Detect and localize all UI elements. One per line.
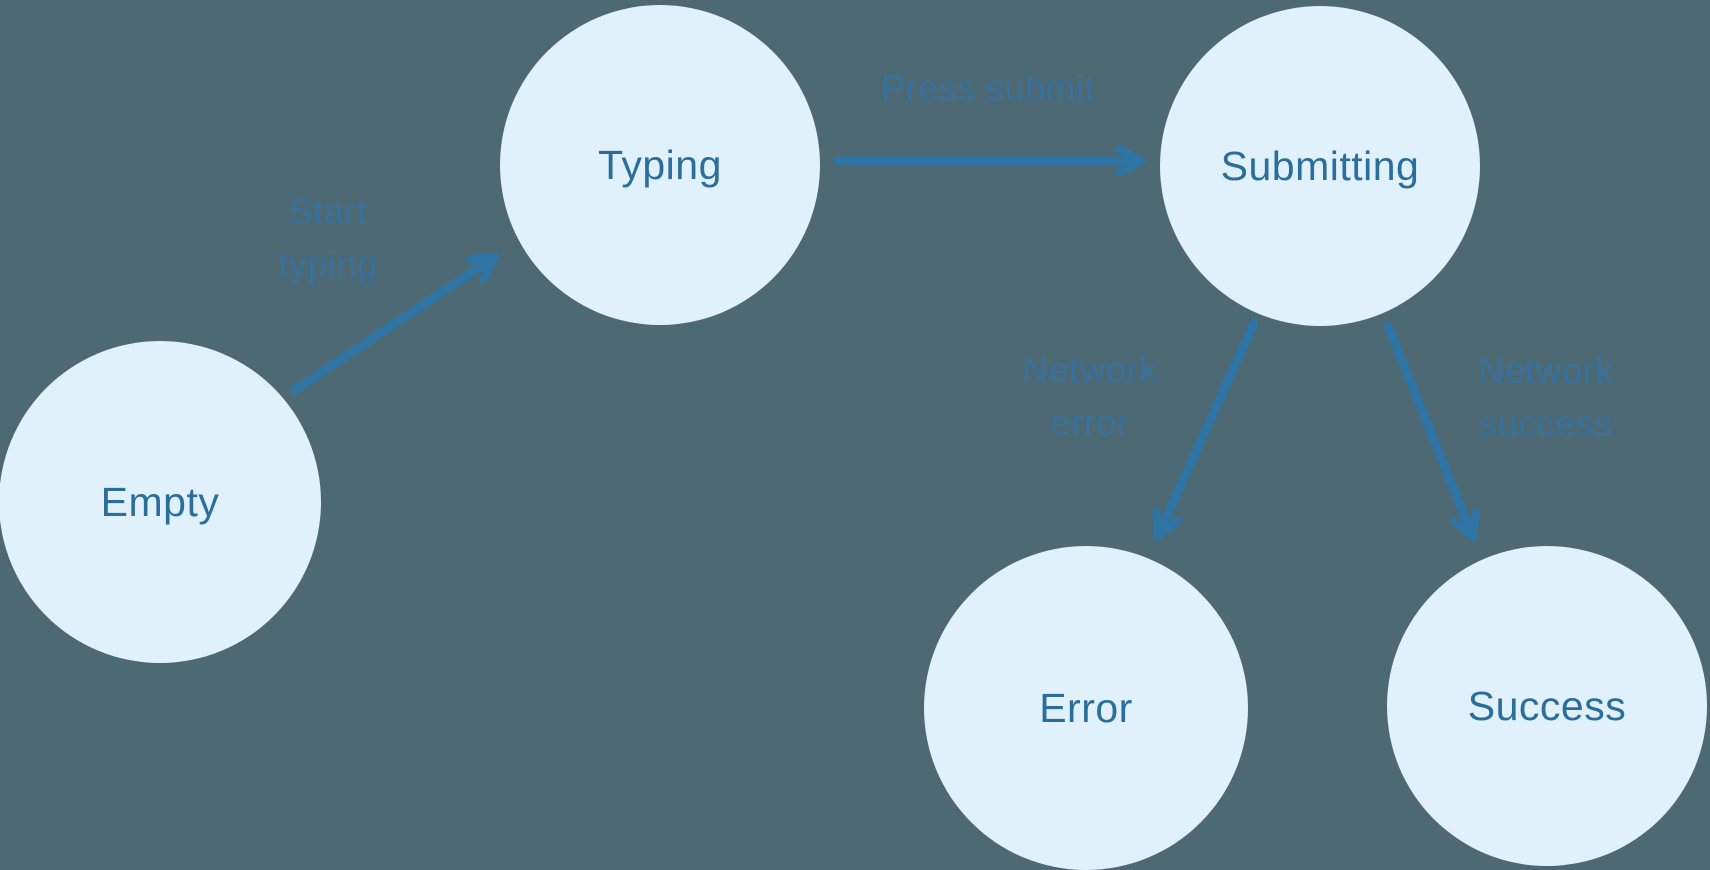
state-label-success: Success: [1467, 682, 1627, 729]
edge-label-line: Network: [1022, 349, 1158, 390]
state-node-submitting: Submitting: [1160, 6, 1480, 326]
state-label-submitting: Submitting: [1220, 142, 1420, 189]
state-label-empty: Empty: [100, 478, 220, 525]
edge-empty-to-typing-arrow: [290, 252, 500, 395]
edge-submitting-to-error-arrow: [1158, 318, 1259, 541]
state-node-error: Error: [924, 546, 1248, 870]
edge-label-line: Start: [288, 191, 368, 232]
edge-label-start-typing: Start typing: [278, 185, 377, 291]
edge-label-line: Press submit: [880, 67, 1096, 109]
edge-submitting-to-success-arrow: [1383, 321, 1473, 542]
state-label-error: Error: [1039, 684, 1133, 731]
state-node-empty: Empty: [0, 341, 321, 663]
state-node-success: Success: [1387, 546, 1707, 866]
edge-label-network-error: Network error: [1022, 343, 1158, 449]
state-label-typing: Typing: [598, 141, 722, 188]
edge-label-line: typing: [278, 244, 378, 285]
state-node-typing: Typing: [500, 5, 820, 325]
edge-label-line: Network: [1478, 350, 1614, 391]
edge-label-network-success: Network success: [1478, 344, 1614, 450]
edge-label-line: success: [1479, 403, 1613, 444]
edge-label-press-submit: Press submit: [881, 62, 1095, 115]
edge-label-line: error: [1050, 402, 1130, 443]
